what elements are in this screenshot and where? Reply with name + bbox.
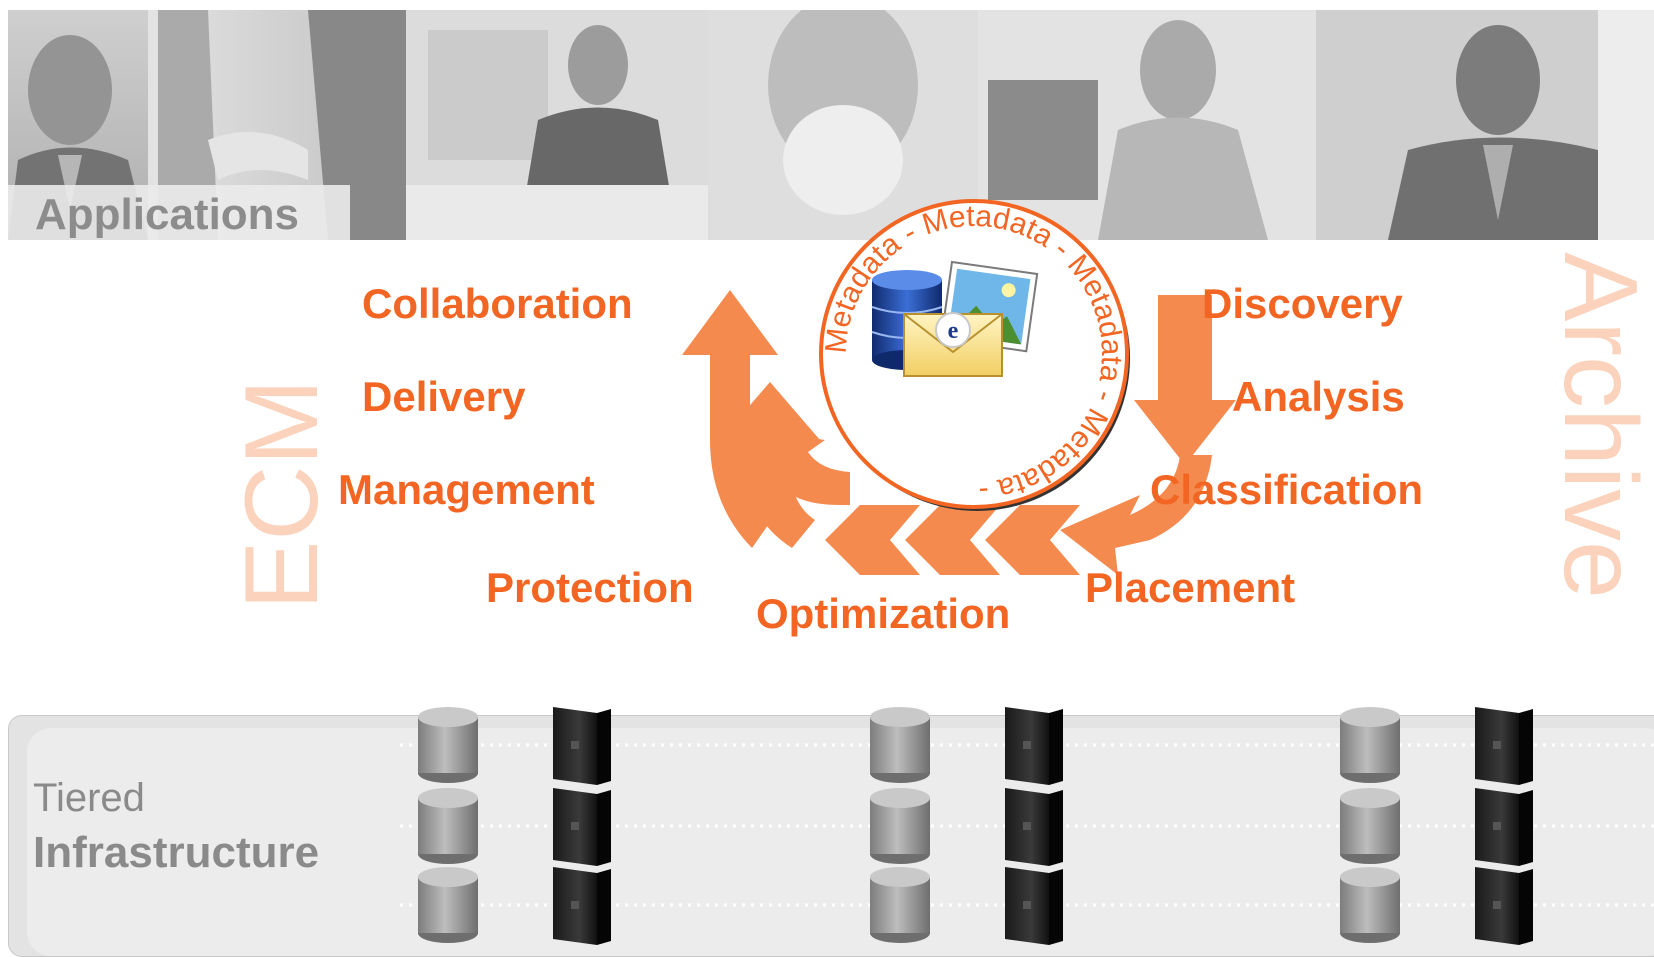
step-optimization: Optimization xyxy=(756,590,1011,637)
disk-icon xyxy=(1340,707,1400,783)
disk-icon xyxy=(418,707,478,783)
step-delivery: Delivery xyxy=(362,373,526,420)
svg-text:e: e xyxy=(948,318,959,344)
chevron-arrow-3 xyxy=(825,505,920,575)
server-icon xyxy=(553,788,611,866)
disk-icon xyxy=(418,788,478,864)
disk-icon xyxy=(418,867,478,943)
step-protection: Protection xyxy=(486,564,694,611)
applications-label: Applications xyxy=(35,190,300,239)
curve-arrow-right xyxy=(1060,455,1212,575)
server-icon xyxy=(553,867,611,945)
curve-arrow-left-up-1 xyxy=(682,290,778,548)
infrastructure-label-line2: Infrastructure xyxy=(33,828,320,877)
step-management: Management xyxy=(338,466,595,513)
disk-icon xyxy=(870,707,930,783)
server-icon xyxy=(1475,867,1533,945)
disk-icon xyxy=(870,788,930,864)
infrastructure-label-line1: Tiered xyxy=(33,776,145,820)
server-icon xyxy=(1475,788,1533,866)
disk-icon xyxy=(1340,788,1400,864)
step-discovery: Discovery xyxy=(1202,280,1403,327)
server-icon xyxy=(1475,707,1533,785)
server-icon xyxy=(553,707,611,785)
server-icon xyxy=(1005,788,1063,866)
email-icon: e xyxy=(903,312,1003,377)
disk-icon xyxy=(1340,867,1400,943)
disk-icon xyxy=(870,867,930,943)
server-icon xyxy=(1005,867,1063,945)
server-icon xyxy=(1005,707,1063,785)
step-placement: Placement xyxy=(1085,564,1296,611)
step-analysis: Analysis xyxy=(1232,373,1405,420)
step-classification: Classification xyxy=(1150,466,1424,513)
chevron-arrow-1 xyxy=(985,505,1080,575)
chevron-arrow-2 xyxy=(905,505,1000,575)
applications-label-background xyxy=(8,185,350,240)
metadata-ring: Metadata - Metadata - Metadata - Metadat… xyxy=(819,199,1130,511)
step-collaboration: Collaboration xyxy=(362,280,633,327)
down-arrow-right xyxy=(1134,295,1236,465)
